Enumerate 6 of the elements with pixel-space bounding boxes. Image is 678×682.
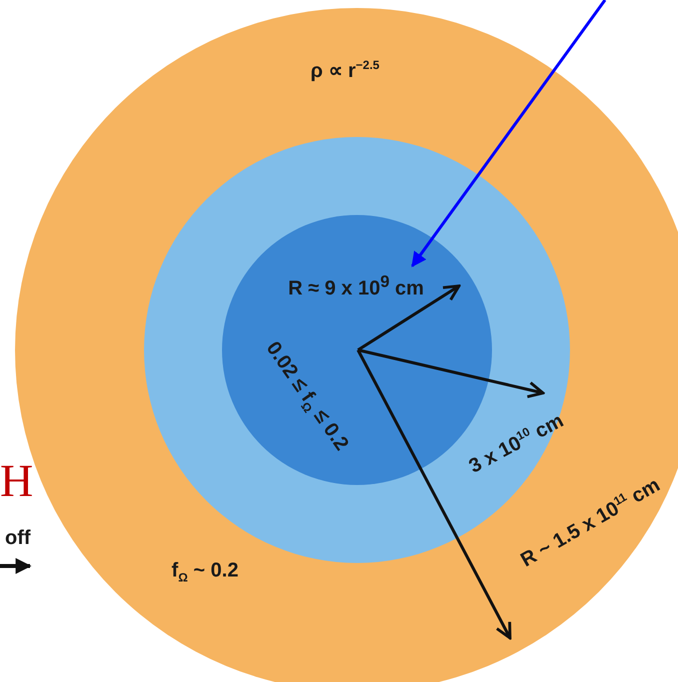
arrow [411,0,606,268]
density-label: ρ ∝ r$^{−2.5}$ [310,59,380,81]
radius-label: R ≈ 9 x 10$^{9}$ cm [268,266,444,298]
off-label: off [5,528,31,548]
fraction-label: f$_{Ω}$ ~ 0.2 [172,560,238,584]
cropped-letter: H [0,458,34,504]
